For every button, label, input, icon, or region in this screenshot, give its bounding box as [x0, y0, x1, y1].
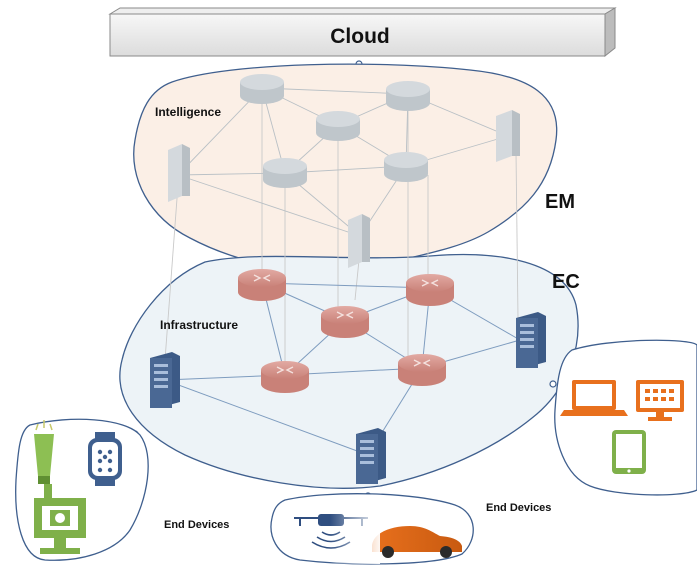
car-icon	[372, 526, 462, 558]
em-ec-links	[164, 95, 519, 362]
em-database-node	[316, 111, 360, 141]
fade-overlay	[330, 506, 380, 564]
server-icon	[150, 352, 180, 408]
end-devices-left-label: End Devices	[164, 519, 229, 531]
em-database-node	[263, 158, 307, 188]
server-icon	[356, 428, 386, 484]
cloud-label: Cloud	[330, 25, 389, 48]
em-storage-node	[496, 110, 520, 162]
laptop-icon	[560, 380, 628, 416]
infrastructure-label: Infrastructure	[160, 318, 238, 332]
cloud-bar: Cloud	[108, 7, 617, 58]
port-ec-right	[549, 380, 557, 388]
em-database-node	[386, 81, 430, 111]
router-icon	[238, 269, 286, 301]
em-label: EM	[545, 191, 575, 213]
em-database-node	[384, 152, 428, 182]
em-database-node	[240, 74, 284, 104]
em-storage-node	[348, 214, 370, 268]
intelligence-label: Intelligence	[155, 105, 221, 119]
server-icon	[516, 312, 546, 368]
ec-label: EC	[552, 271, 580, 293]
camera-icon	[34, 484, 86, 554]
bulb-icon	[34, 420, 54, 484]
smartwatch-icon	[88, 432, 122, 486]
router-icon	[321, 306, 369, 338]
router-icon	[261, 361, 309, 393]
tablet-icon	[612, 430, 646, 474]
router-icon	[398, 354, 446, 386]
monitor-icon	[636, 380, 684, 421]
em-storage-node	[168, 144, 190, 202]
router-icon	[406, 274, 454, 306]
end-devices-right-group	[554, 339, 697, 496]
end-devices-right-label: End Devices	[486, 502, 551, 514]
